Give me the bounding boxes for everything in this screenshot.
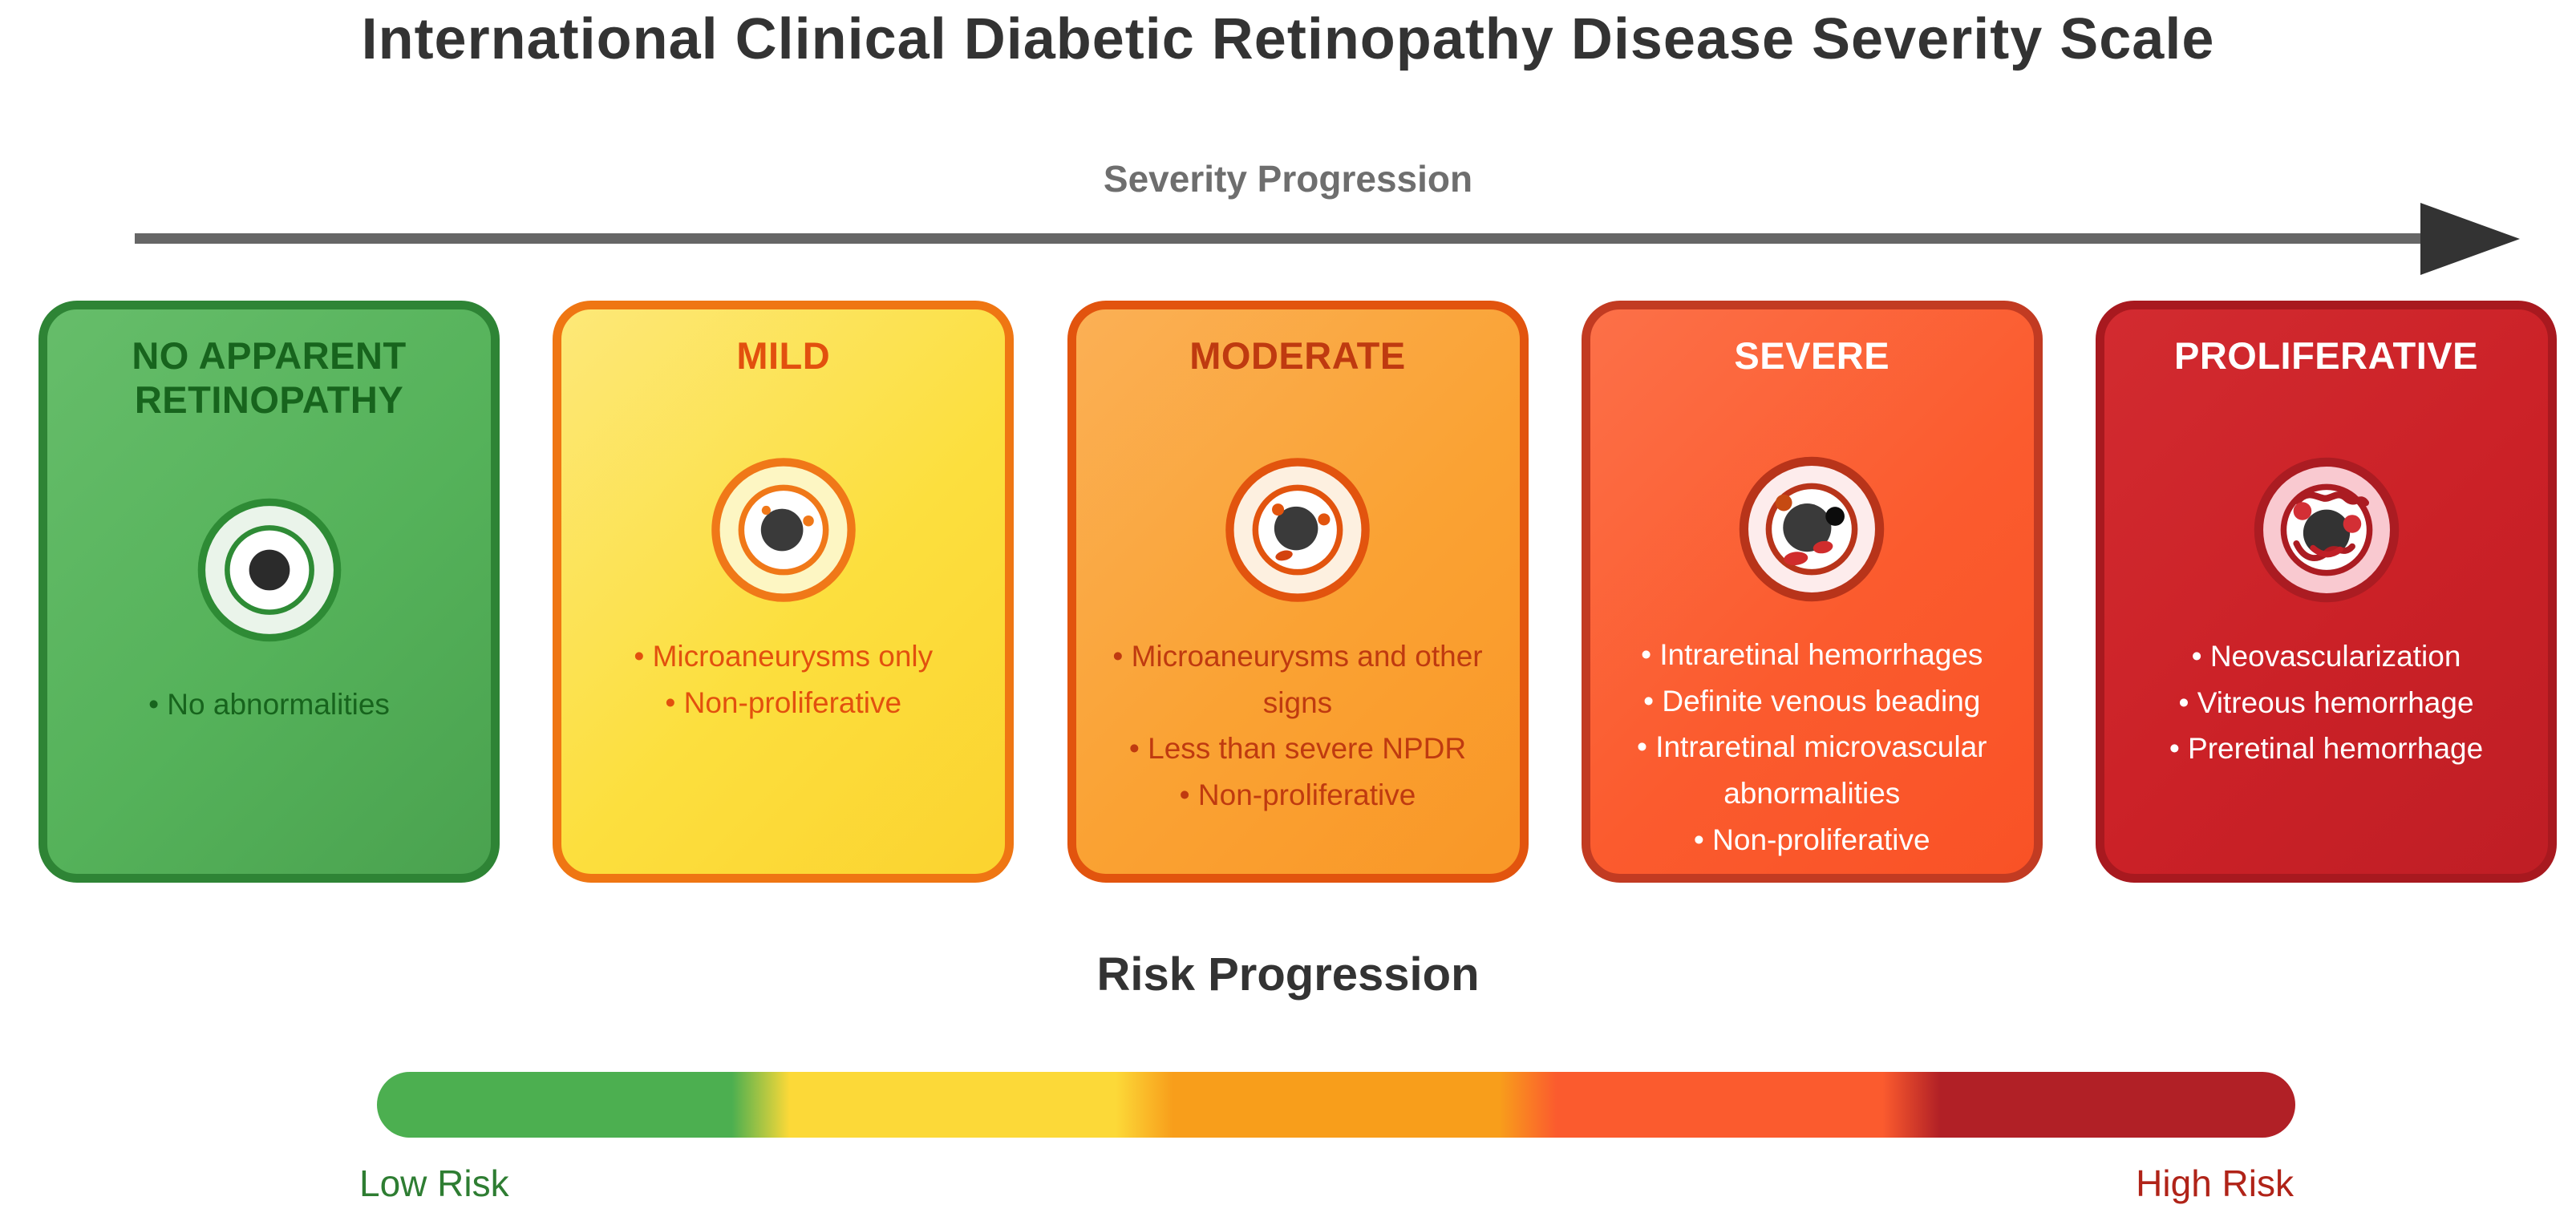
- high-risk-label: High Risk: [2136, 1162, 2294, 1204]
- severity-arrow-line: [135, 233, 2422, 244]
- moderate-retinopathy-eye-icon: [1222, 454, 1373, 606]
- severity-arrow-head-icon: [2420, 203, 2520, 275]
- bullet-item: No abnormalities: [148, 681, 390, 728]
- card-title: MILD: [736, 334, 831, 377]
- bullet-item: Non-proliferative: [634, 680, 933, 726]
- bullet-item: Definite venous beading: [1608, 678, 2016, 725]
- card-bullet-list: Intraretinal hemorrhages Definite venous…: [1608, 632, 2016, 863]
- bullet-item: Vitreous hemorrhage: [2169, 680, 2483, 726]
- severe-retinopathy-eye-icon: [1736, 454, 1887, 604]
- bullet-item: Intraretinal hemorrhages: [1608, 632, 2016, 678]
- risk-gradient-bar: [377, 1072, 2295, 1138]
- low-risk-label: Low Risk: [359, 1162, 509, 1204]
- card-bullet-list: Microaneurysms only Non-proliferative: [634, 633, 934, 726]
- card-bullet-list: No abnormalities: [148, 681, 390, 728]
- bullet-item: Less than severe NPDR: [1094, 726, 1502, 772]
- risk-progression-title: Risk Progression: [1096, 948, 1480, 1001]
- severity-cards-row: NO APPARENT RETINOPATHY No abnormalities…: [38, 301, 2557, 883]
- severity-progression-label: Severity Progression: [1103, 158, 1473, 200]
- bullet-item: Non-proliferative: [1608, 817, 2016, 863]
- proliferative-retinopathy-eye-icon: [2251, 454, 2402, 606]
- card-no-apparent-retinopathy: NO APPARENT RETINOPATHY No abnormalities: [38, 301, 500, 883]
- card-bullet-list: Neovascularization Vitreous hemorrhage P…: [2169, 633, 2483, 772]
- card-title: MODERATE: [1189, 334, 1406, 377]
- page-title: International Clinical Diabetic Retinopa…: [361, 7, 2215, 71]
- card-severe: SEVERE Intraretinal hemorrhages Definite…: [1581, 301, 2043, 883]
- card-title: PROLIFERATIVE: [2173, 334, 2479, 377]
- card-mild: MILD Microaneurysms only Non-proliferati…: [553, 301, 1015, 883]
- bullet-item: Intraretinal microvascular abnormalities: [1608, 724, 2016, 816]
- card-title: NO APPARENT RETINOPATHY: [132, 334, 407, 422]
- card-bullet-list: Microaneurysms and other signs Less than…: [1094, 633, 1502, 819]
- healthy-eye-icon: [194, 494, 345, 646]
- card-title: SEVERE: [1734, 334, 1890, 377]
- bullet-item: Microaneurysms and other signs: [1094, 633, 1502, 726]
- card-moderate: MODERATE Microaneurysms and other signs …: [1067, 301, 1529, 883]
- bullet-item: Neovascularization: [2169, 633, 2483, 680]
- mild-retinopathy-eye-icon: [708, 454, 859, 606]
- card-proliferative: PROLIFERATIVE Neovascularization Vitreou…: [2096, 301, 2557, 883]
- bullet-item: Preretinal hemorrhage: [2169, 726, 2483, 772]
- bullet-item: Microaneurysms only: [634, 633, 934, 680]
- bullet-item: Non-proliferative: [1094, 772, 1502, 819]
